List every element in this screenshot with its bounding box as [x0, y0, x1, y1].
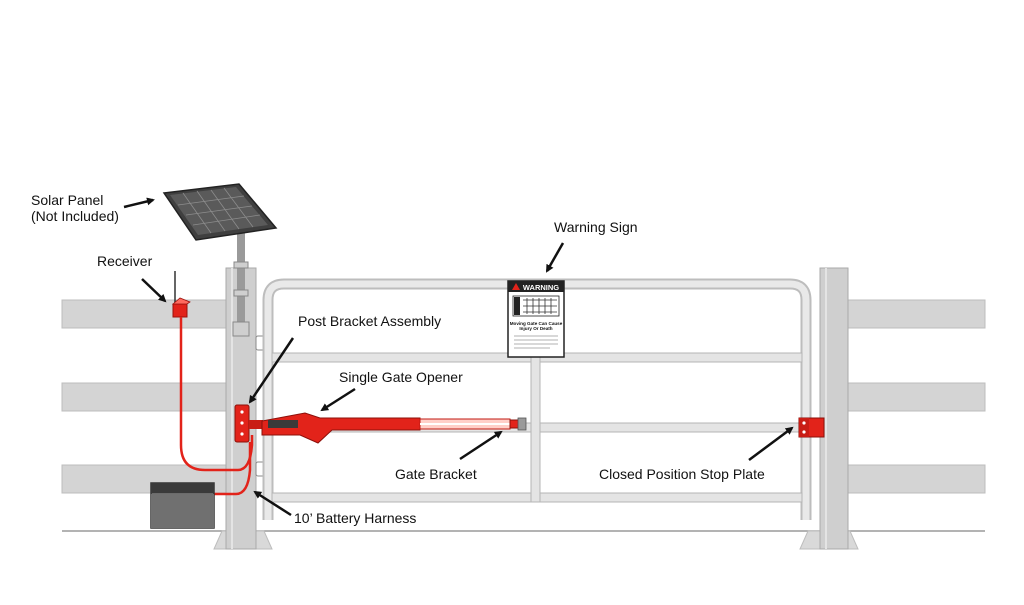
- wiring: [179, 317, 254, 496]
- label-single-gate-opener: Single Gate Opener: [339, 369, 463, 385]
- warning-sign: WARNING Moving Gate Can Cause Injury Or …: [507, 280, 565, 358]
- fence-right: [844, 299, 986, 494]
- label-closed-position-stop-plate: Closed Position Stop Plate: [599, 466, 765, 482]
- arrow-single-gate-opener: [320, 387, 356, 412]
- arrow-warning-sign: [545, 242, 565, 273]
- arrow-battery-harness: [253, 490, 292, 517]
- fence-left: [61, 299, 233, 494]
- warning-sign-line1: Moving Gate Can Cause: [510, 321, 563, 326]
- label-warning-sign: Warning Sign: [554, 219, 638, 235]
- battery: [150, 482, 215, 529]
- label-post-bracket-assembly: Post Bracket Assembly: [298, 313, 442, 329]
- label-solar-panel-line2: (Not Included): [31, 208, 119, 224]
- solar-panel: [162, 183, 278, 337]
- arrow-receiver: [141, 278, 167, 303]
- gate-post-right: [799, 267, 859, 550]
- arrow-post-bracket: [248, 337, 295, 404]
- label-battery-harness: 10’ Battery Harness: [294, 510, 417, 526]
- warning-sign-header: WARNING: [523, 283, 559, 292]
- label-receiver: Receiver: [97, 253, 153, 269]
- post-bracket-assembly: [234, 404, 263, 443]
- label-solar-panel-line1: Solar Panel: [31, 192, 104, 208]
- battery-harness-wire: [214, 442, 252, 496]
- receiver: [171, 271, 191, 318]
- arrow-solar-panel: [123, 197, 155, 209]
- warning-sign-line2: Injury Or Death: [519, 326, 552, 331]
- arrow-stop-plate: [748, 426, 794, 462]
- label-solar-panel: Solar Panel (Not Included): [31, 192, 119, 224]
- single-gate-opener: [261, 412, 525, 444]
- callout-arrows: [123, 197, 794, 517]
- closed-position-stop-plate: [798, 417, 825, 438]
- gate-bracket: [517, 417, 527, 431]
- label-gate-bracket: Gate Bracket: [395, 466, 477, 482]
- arrow-gate-bracket: [459, 430, 503, 461]
